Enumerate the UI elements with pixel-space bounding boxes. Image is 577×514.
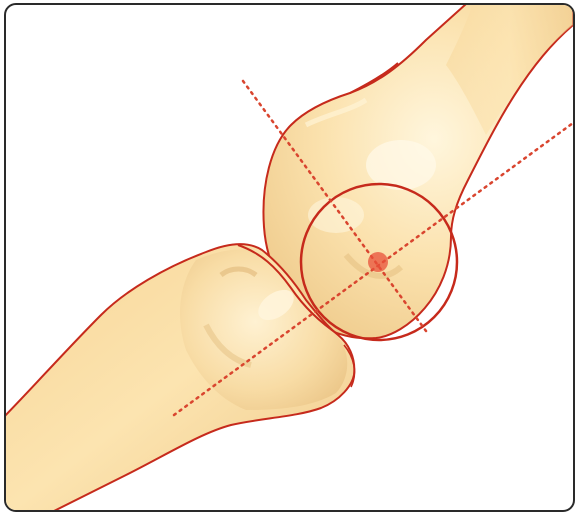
- joint-diagram: [6, 5, 573, 510]
- figure-frame: [4, 3, 575, 512]
- rotation-center: [368, 252, 388, 272]
